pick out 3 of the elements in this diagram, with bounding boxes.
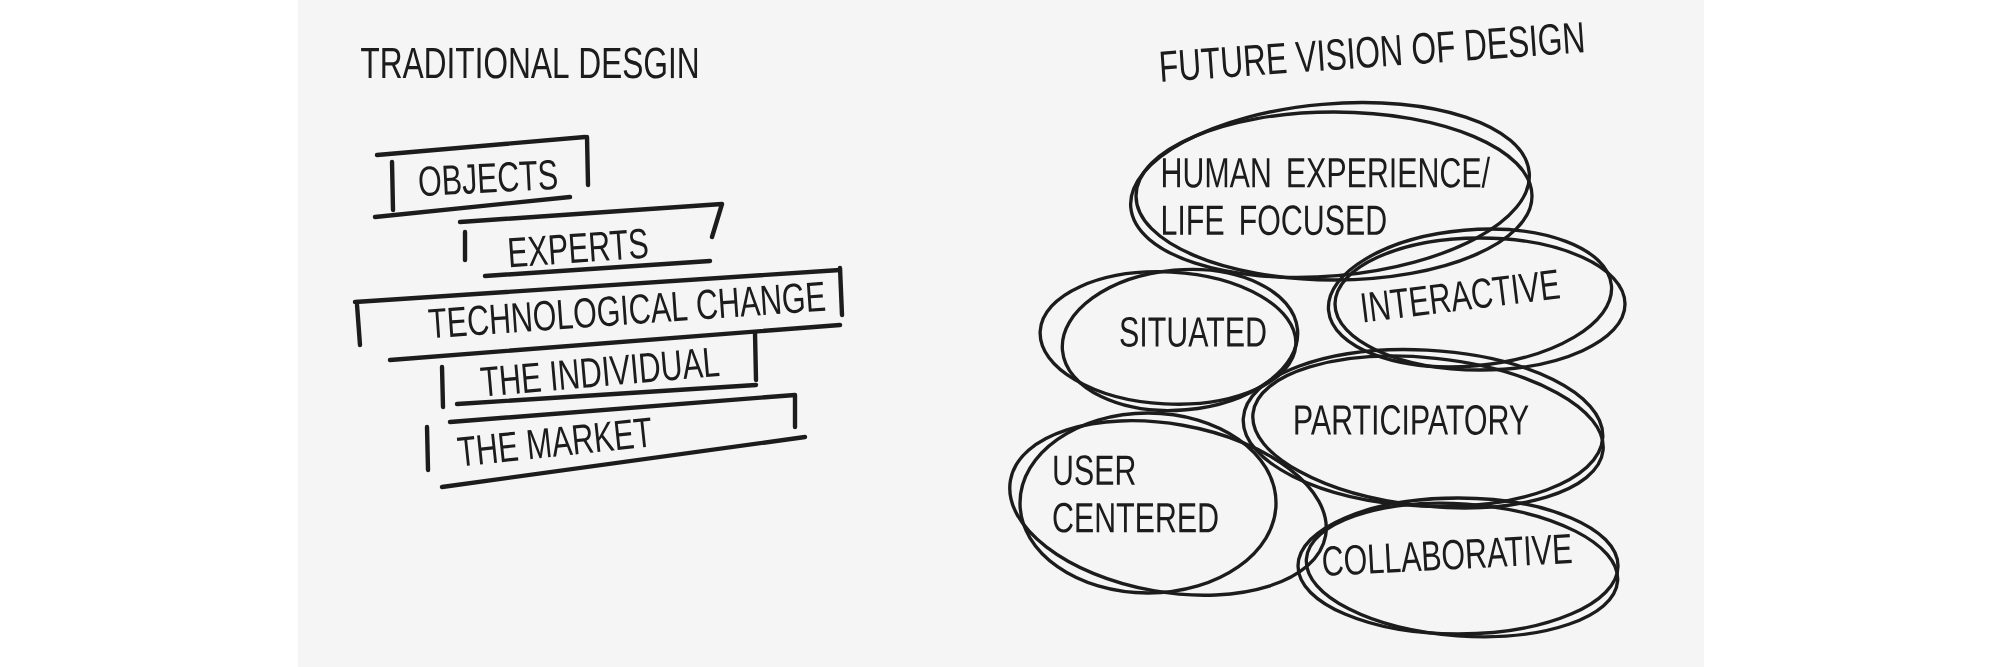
sketch-box: EXPERTS — [457, 201, 725, 279]
sketch-box: OBJECTS — [372, 134, 591, 220]
heading: TRADITIONAL DESGIN — [361, 47, 698, 79]
